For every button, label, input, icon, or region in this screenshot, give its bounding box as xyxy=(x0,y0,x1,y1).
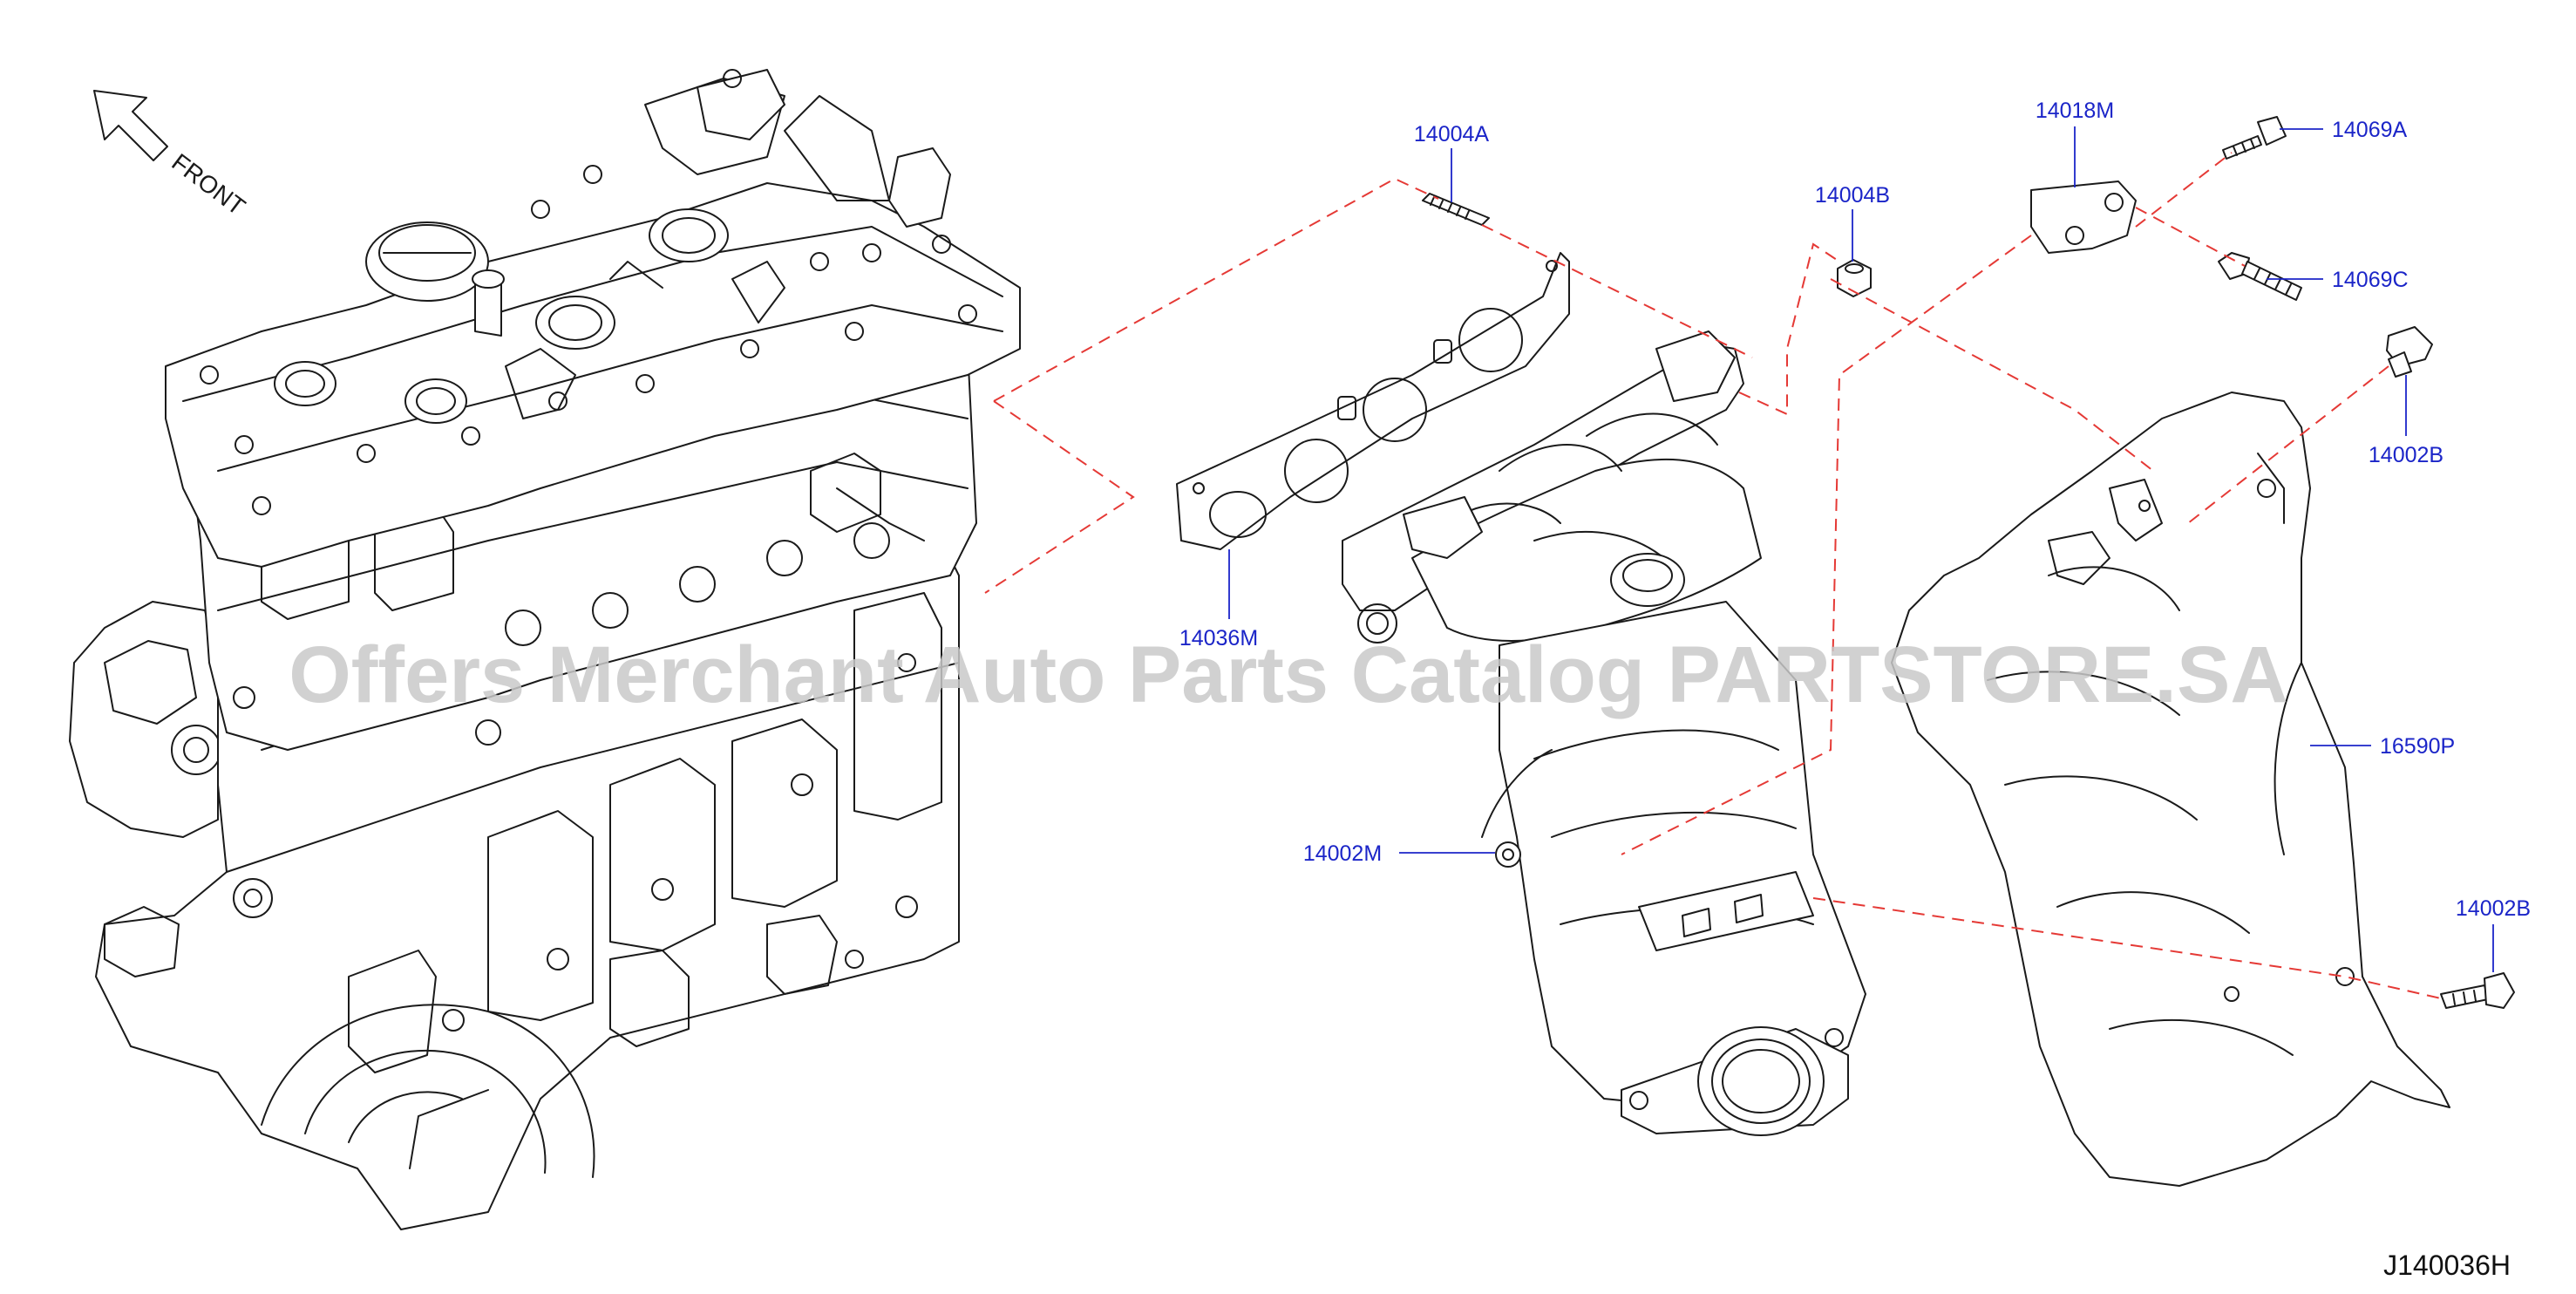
leader-lines xyxy=(1228,126,2494,972)
engine-block-drawing xyxy=(69,69,1021,1230)
diagram-code: J140036H xyxy=(2383,1250,2511,1281)
guide-gasket-stud xyxy=(993,177,1439,402)
guide-bottom-bolt xyxy=(1812,897,2442,999)
part-label-14036m[interactable]: 14036M xyxy=(1179,626,1258,650)
heat-shield-drawing xyxy=(1891,392,2450,1187)
exhaust-manifold-catalyst-drawing xyxy=(1342,330,1866,1136)
assembly-guide-lines xyxy=(984,152,2442,999)
part-label-14018m[interactable]: 14018M xyxy=(2036,99,2114,123)
stud-drawing xyxy=(1422,193,1490,226)
bracket-drawing xyxy=(2030,180,2137,254)
guide-bracket-bolt-c xyxy=(2135,207,2246,267)
bolt-drawing-14069c xyxy=(2218,252,2302,301)
part-label-14004b[interactable]: 14004B xyxy=(1815,183,1890,208)
bolt-drawing-14069a xyxy=(2222,116,2287,160)
guide-bracket-bolt xyxy=(2135,152,2233,228)
bolt-drawing-14002b-bottom xyxy=(2440,972,2515,1009)
guide-bracket-cat xyxy=(1621,235,2032,855)
part-label-14069a[interactable]: 14069A xyxy=(2332,118,2408,142)
guide-top-bolt xyxy=(2187,365,2389,524)
nut-drawing xyxy=(1837,259,1872,297)
front-label: FRONT xyxy=(167,148,250,221)
part-label-16590p[interactable]: 16590P xyxy=(2380,734,2455,759)
exhaust-manifold-gasket-drawing xyxy=(1176,252,1570,550)
part-label-14004a[interactable]: 14004A xyxy=(1414,122,1490,146)
arrow-outline-icon xyxy=(93,90,168,161)
front-indicator: FRONT xyxy=(93,90,250,221)
part-label-14002b-top[interactable]: 14002B xyxy=(2369,443,2443,467)
bolt-drawing-14002b-top xyxy=(2386,326,2433,378)
part-label-14002m[interactable]: 14002M xyxy=(1303,841,1382,866)
watermark-text: Offers Merchant Auto Parts Catalog PARTS… xyxy=(289,630,2288,719)
part-label-14002b-bottom[interactable]: 14002B xyxy=(2456,896,2531,921)
guide-nut xyxy=(1738,242,1840,416)
guide-gasket-engine xyxy=(984,400,1135,594)
guide-stud-manifold xyxy=(1481,224,1753,358)
guide-bracket-heatshield xyxy=(1830,278,2154,472)
part-label-14069c[interactable]: 14069C xyxy=(2332,268,2409,292)
part-labels: 14004A 14004B 14018M 14069A 14069C 14002… xyxy=(1179,99,2531,921)
